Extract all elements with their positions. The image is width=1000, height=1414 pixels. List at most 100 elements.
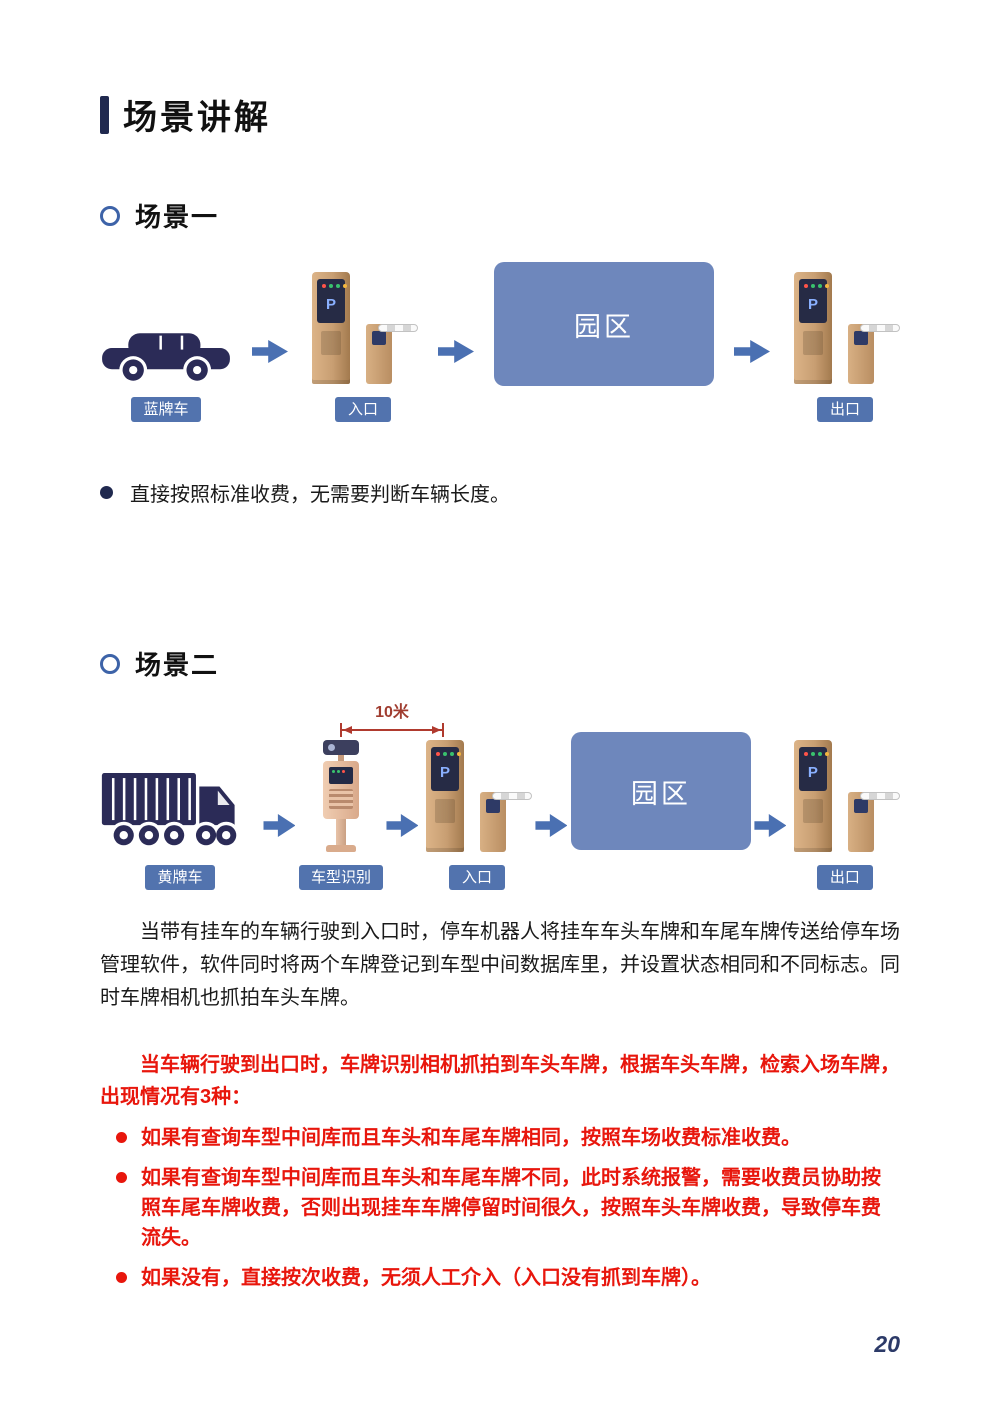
gate-keypad bbox=[321, 331, 341, 355]
recognition-group: 车型识别 bbox=[298, 740, 383, 890]
barrier-arm-icon bbox=[491, 792, 532, 800]
park-area: 园区 bbox=[570, 732, 751, 850]
kiosk-pole bbox=[335, 819, 346, 845]
entrance-gate-machine: P bbox=[308, 272, 418, 384]
barrier-post bbox=[847, 792, 874, 852]
flow-arrow-icon bbox=[754, 814, 787, 837]
park-area: 园区 bbox=[494, 262, 714, 386]
vehicle-group: 黄牌车 bbox=[100, 768, 260, 890]
entrance-group: P 入口 bbox=[422, 740, 532, 890]
circle-bullet-icon bbox=[100, 653, 120, 674]
exit-label-badge: 出口 bbox=[816, 865, 873, 890]
dimension-tick bbox=[442, 723, 444, 737]
barrier-post bbox=[479, 792, 506, 852]
page-content: 场景讲解 场景一 bbox=[100, 90, 900, 1293]
flow-arrow-icon bbox=[386, 814, 419, 837]
post-sign bbox=[485, 799, 500, 813]
page-number: 20 bbox=[874, 1331, 900, 1357]
gate-keypad bbox=[434, 799, 455, 823]
gate-tower: P bbox=[794, 272, 832, 384]
bullet-dot-icon bbox=[116, 1272, 127, 1283]
scenario-2-title: 场景二 bbox=[135, 650, 220, 680]
parking-p-sign: P bbox=[325, 296, 336, 313]
scenario-2-section: 场景二 10米 bbox=[100, 645, 900, 1293]
bullet-dot-icon bbox=[100, 486, 113, 499]
kiosk-base bbox=[325, 845, 356, 852]
gate-screen: P bbox=[430, 747, 459, 791]
exit-group: P 出口 bbox=[790, 272, 900, 422]
bullet-dot-icon bbox=[116, 1172, 127, 1183]
vehicle-label-badge: 蓝牌车 bbox=[131, 397, 201, 422]
post-sign bbox=[372, 331, 386, 345]
list-item: 如果有查询车型中间库而且车头和车尾车牌相同，按照车场收费标准收费。 bbox=[100, 1123, 900, 1153]
post-sign bbox=[853, 799, 868, 813]
alert-list: 如果有查询车型中间库而且车头和车尾车牌相同，按照车场收费标准收费。 如果有查询车… bbox=[100, 1123, 900, 1293]
kiosk-keypad bbox=[328, 789, 353, 809]
entrance-group: P 入口 bbox=[308, 272, 418, 422]
distance-annotation: 10米 bbox=[340, 698, 444, 737]
exit-group: P 出口 bbox=[790, 740, 900, 890]
flow-arrow-icon bbox=[734, 340, 770, 363]
scenario-1-diagram: 蓝牌车 P bbox=[100, 262, 900, 422]
gate-tower: P bbox=[312, 272, 350, 384]
scenario-2-paragraph: 当带有挂车的车辆行驶到入口时，停车机器人将挂车车头车牌和车尾车牌传送给停车场管理… bbox=[100, 921, 900, 1009]
entrance-label-badge: 入口 bbox=[448, 865, 505, 890]
vehicle-recognition-machine bbox=[313, 740, 369, 852]
gate-tower: P bbox=[425, 740, 464, 852]
gate-screen: P bbox=[798, 747, 827, 791]
truck-icon bbox=[101, 773, 240, 849]
dimension-arrow-icon bbox=[343, 726, 352, 734]
vehicle-group: 蓝牌车 bbox=[100, 325, 232, 422]
exit-gate-machine: P bbox=[790, 740, 900, 852]
page-title: 场景讲解 bbox=[123, 99, 271, 137]
alert-item-text: 如果有查询车型中间库而且车头和车尾车牌相同，按照车场收费标准收费。 bbox=[141, 1127, 801, 1149]
kiosk-body bbox=[322, 761, 359, 819]
scenario-1-title: 场景一 bbox=[135, 202, 220, 232]
scenario-2-heading-row: 场景二 bbox=[100, 645, 900, 682]
distance-label: 10米 bbox=[375, 704, 409, 721]
camera-icon bbox=[322, 740, 359, 755]
scenario-1-note: 直接按照标准收费，无需要判断车辆长度。 bbox=[130, 484, 510, 506]
gate-tower: P bbox=[793, 740, 832, 852]
barrier-post bbox=[848, 324, 874, 384]
parking-p-sign: P bbox=[439, 764, 450, 781]
entrance-gate-machine: P bbox=[422, 740, 532, 852]
list-item: 如果有查询车型中间库而且车头和车尾车牌不同，此时系统报警，需要收费员协助按照车尾… bbox=[100, 1163, 900, 1253]
flow-arrow-icon bbox=[263, 814, 296, 837]
alert-item-text: 如果没有，直接按次收费，无须人工介入（入口没有抓到车牌）。 bbox=[141, 1267, 711, 1289]
gate-keypad bbox=[803, 331, 823, 355]
flow-arrow-icon bbox=[535, 814, 568, 837]
car-icon bbox=[102, 333, 230, 384]
list-item: 如果没有，直接按次收费，无须人工介入（入口没有抓到车牌）。 bbox=[100, 1263, 900, 1293]
barrier-arm-icon bbox=[860, 324, 900, 332]
barrier-arm-icon bbox=[859, 792, 900, 800]
post-sign bbox=[854, 331, 868, 345]
kiosk-screen bbox=[328, 767, 353, 784]
scenario-1-note-row: 直接按照标准收费，无需要判断车辆长度。 bbox=[100, 478, 900, 507]
recognition-label-badge: 车型识别 bbox=[298, 865, 383, 890]
barrier-arm-icon bbox=[378, 324, 418, 332]
exit-gate-machine: P bbox=[790, 272, 900, 384]
barrier-post bbox=[366, 324, 392, 384]
exit-label-badge: 出口 bbox=[817, 397, 873, 422]
parking-p-sign: P bbox=[807, 764, 818, 781]
dimension-arrow-icon bbox=[432, 726, 441, 734]
dimension-tick bbox=[340, 723, 342, 737]
gate-screen: P bbox=[317, 279, 345, 323]
gate-keypad bbox=[802, 799, 823, 823]
vehicle-label-badge: 黄牌车 bbox=[145, 865, 215, 890]
scenario-1-section: 场景一 蓝牌车 bbox=[100, 197, 900, 507]
flow-arrow-icon bbox=[438, 340, 474, 363]
parking-p-sign: P bbox=[807, 296, 818, 313]
entrance-label-badge: 入口 bbox=[335, 397, 391, 422]
title-accent-bar bbox=[100, 95, 109, 134]
kiosk-neck bbox=[337, 755, 344, 761]
scenario-2-flow-row: 黄牌车 bbox=[100, 732, 900, 890]
circle-bullet-icon bbox=[100, 205, 120, 226]
gate-screen: P bbox=[799, 279, 827, 323]
bullet-dot-icon bbox=[116, 1132, 127, 1143]
page-header: 场景讲解 bbox=[100, 90, 900, 139]
alert-item-text: 如果有查询车型中间库而且车头和车尾车牌不同，此时系统报警，需要收费员协助按照车尾… bbox=[141, 1167, 881, 1249]
scenario-2-diagram: 10米 bbox=[100, 698, 900, 890]
